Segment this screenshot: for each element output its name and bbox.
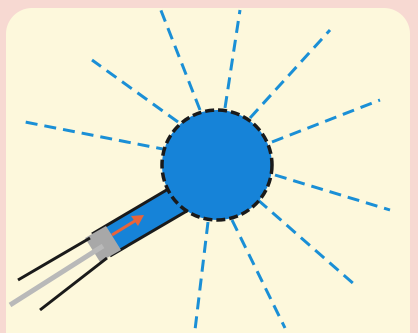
ray-6 — [258, 200, 355, 285]
ray-8 — [195, 222, 208, 330]
ray-7 — [232, 220, 285, 328]
bulb-head — [162, 110, 272, 220]
ray-2 — [225, 10, 240, 108]
ray-1 — [160, 8, 200, 110]
ray-10 — [92, 60, 178, 122]
ray-4 — [272, 100, 380, 142]
ray-5 — [275, 175, 390, 210]
ray-3 — [250, 30, 330, 118]
ray-9 — [25, 122, 168, 150]
